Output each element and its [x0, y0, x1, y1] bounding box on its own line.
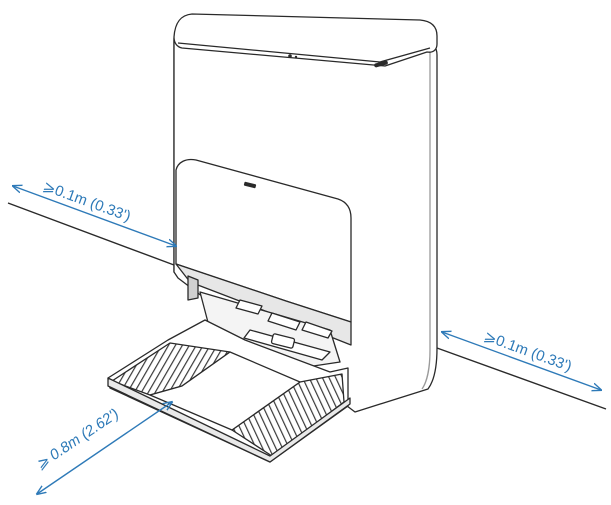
- lid-handle: [374, 60, 388, 68]
- bay-cover-logo: [243, 181, 257, 189]
- dock-station-illustration: [107, 13, 438, 463]
- bay-cover: [175, 158, 352, 323]
- ramp-front-lip: [107, 377, 351, 463]
- left-clearance-arrow: [13, 186, 176, 246]
- status-led: [288, 54, 292, 58]
- left-wall-line: [7, 202, 175, 266]
- station-right-edge: [421, 48, 431, 390]
- ramp-center: [149, 351, 301, 431]
- lid-seam: [177, 42, 431, 63]
- front-clearance-label: ⩾ 0.8m (2.62'): [33, 405, 122, 473]
- front-clearance-arrow: [37, 402, 172, 494]
- right-clearance-arrow: [442, 332, 601, 390]
- station-lid: [173, 13, 438, 67]
